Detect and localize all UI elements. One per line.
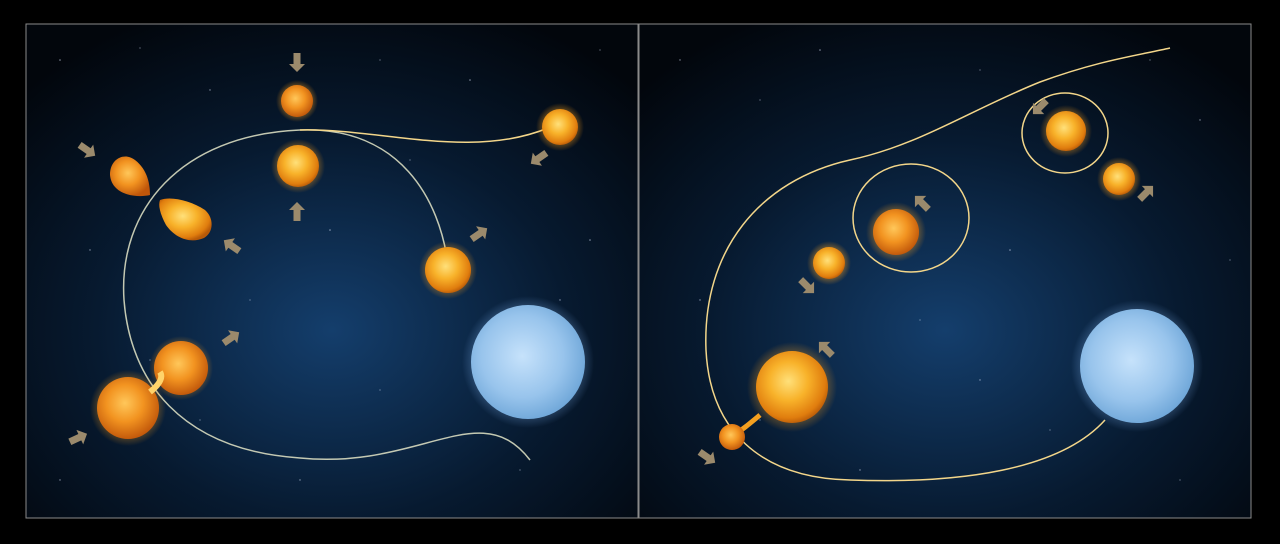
left-orbit-path xyxy=(122,129,531,461)
left-escaping-star xyxy=(536,103,584,151)
right-small-star-stream xyxy=(719,424,745,450)
left-escape-path xyxy=(299,127,549,144)
left-orbit-star-1 xyxy=(419,241,477,299)
left-starfield xyxy=(59,47,601,481)
left-panel xyxy=(25,23,639,519)
right-large-star xyxy=(733,342,837,437)
left-distorted-star xyxy=(159,198,212,241)
left-orbit-star-3 xyxy=(276,80,318,122)
right-loop-large xyxy=(852,163,970,273)
left-teardrop-star xyxy=(110,156,150,197)
right-blue-star xyxy=(1071,300,1203,432)
right-orbit-star-1 xyxy=(807,241,851,285)
right-loop-small xyxy=(1021,92,1109,174)
right-orbit-path xyxy=(705,47,1171,482)
right-panel xyxy=(638,23,1252,519)
left-panel-frame xyxy=(25,23,639,519)
right-panel-frame xyxy=(638,23,1252,519)
left-blue-star xyxy=(462,296,594,428)
right-orbit-star-4 xyxy=(1097,157,1141,201)
left-orbit-star-2 xyxy=(271,139,325,193)
right-orbit-star-3 xyxy=(1040,105,1092,157)
right-starfield xyxy=(679,49,1231,481)
right-orbit-star-2 xyxy=(866,202,926,262)
left-merging-stars xyxy=(90,336,213,446)
